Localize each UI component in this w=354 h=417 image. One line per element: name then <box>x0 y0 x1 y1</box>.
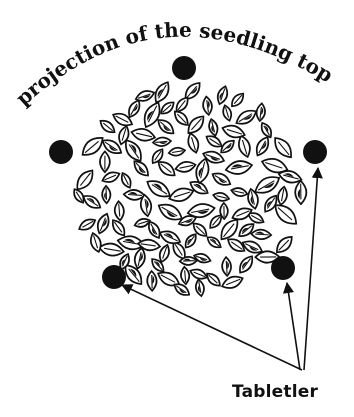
seedling-leaf <box>130 127 156 144</box>
arrow-to-right-tablet <box>304 168 318 370</box>
seedling-leaf <box>100 151 110 172</box>
seedling-leaf <box>212 191 230 202</box>
tablet-dot-top <box>172 56 196 80</box>
seedling-leaf <box>225 159 253 176</box>
seedling-leaf <box>204 271 223 289</box>
seedling-leaf <box>271 200 301 228</box>
seedling-leaf <box>153 137 172 147</box>
seedling-leaf <box>229 91 246 109</box>
seedling-leaf <box>172 281 192 298</box>
seedling-leaf <box>102 186 111 204</box>
seedling-leaf <box>194 279 205 297</box>
seedling-leaf <box>256 103 266 122</box>
seedling-leaf <box>251 229 272 240</box>
tablet-dot-right <box>303 140 327 164</box>
seedling-leaf <box>253 135 272 158</box>
seedling-leaf <box>155 116 176 136</box>
seedling-leaf <box>109 217 128 238</box>
seedling-leaf <box>126 98 143 119</box>
seedling-leaf <box>236 134 252 158</box>
seedling-leaf <box>172 108 191 128</box>
arrow-to-bottom-right-tablet <box>287 283 300 370</box>
seedling-leaf <box>259 121 274 139</box>
tablet-dot-left <box>49 140 73 164</box>
seedling-leaf <box>273 233 295 256</box>
seedling-leaf <box>230 186 248 197</box>
tablet-dot-bottom-right <box>271 256 295 280</box>
seedling-leaf <box>207 118 219 136</box>
seedling-leaf <box>236 253 256 275</box>
seedling-leaf <box>119 171 133 189</box>
seedling-leaf <box>202 96 213 115</box>
seedling-leaf <box>167 185 194 204</box>
seedling-leaf <box>95 212 112 235</box>
seedling-leaf <box>215 85 229 106</box>
seedling-leaf <box>207 213 224 231</box>
seedling-foliage <box>71 79 306 298</box>
seedling-leaf <box>173 95 190 114</box>
seedling-leaf <box>180 266 190 284</box>
seedling-leaf <box>271 134 296 161</box>
seedling-leaf <box>81 192 103 211</box>
seedling-leaf <box>183 232 199 250</box>
seedling-leaf <box>98 117 117 135</box>
seedling-leaf <box>114 201 125 221</box>
arrow-to-bottom-left-tablet <box>122 285 302 370</box>
seedling-leaf <box>133 247 147 269</box>
seedling-leaf <box>186 132 201 154</box>
seedling-leaf <box>276 186 288 206</box>
seedling-leaf <box>234 107 259 128</box>
seedling-leaf <box>147 271 157 291</box>
seedling-leaf <box>159 99 177 116</box>
seedling-leaf <box>77 216 97 232</box>
seedling-leaf <box>220 273 244 291</box>
seedling-leaf <box>175 160 197 174</box>
seedling-leaf <box>295 181 306 205</box>
seedling-leaf <box>168 147 185 157</box>
seedling-leaf <box>222 257 232 276</box>
seedling-leaf <box>205 234 223 250</box>
tablets-label: Tabletler <box>232 382 318 402</box>
